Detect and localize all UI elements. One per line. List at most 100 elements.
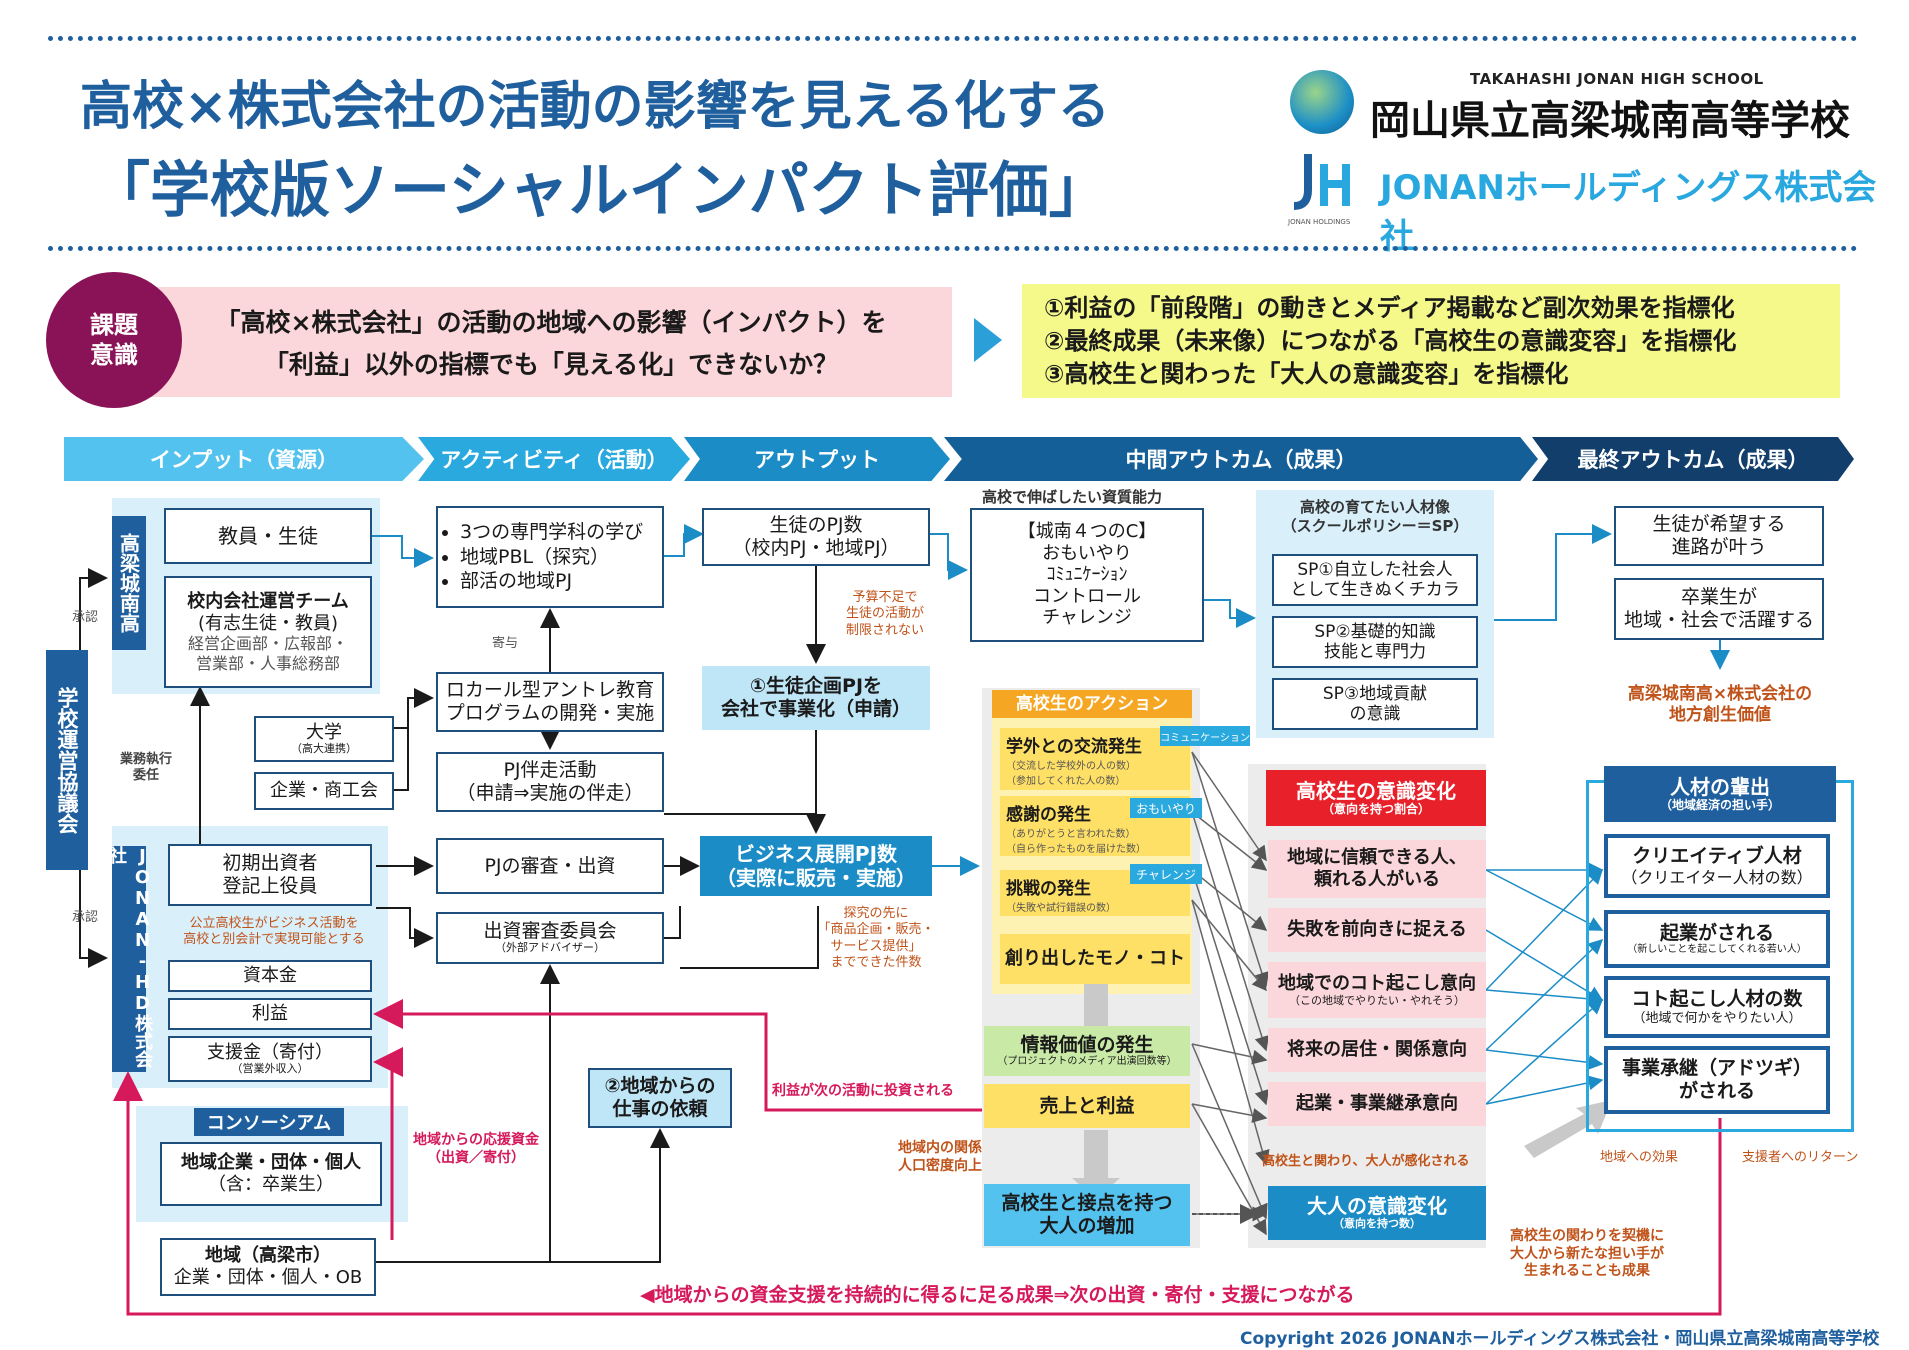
graduate-line1: 卒業生が	[1680, 586, 1757, 609]
pj-support-line2: （申請⇒実施の伴走）	[456, 782, 644, 804]
stage-input: インプット（資源）	[64, 437, 424, 481]
team-depts-2: 営業部・人事総務部	[195, 653, 340, 673]
review-investment-text: PJの審査・出資	[484, 854, 616, 877]
issue-point-3: ③高校生と関わった「大人の意識変容」を指標化	[1044, 360, 1569, 389]
change-failure-text: 失敗を前向きに捉える	[1287, 919, 1467, 941]
delegate-line2: 委任	[133, 768, 160, 784]
career-line2: 進路が叶う	[1671, 536, 1767, 558]
budget-note: 予算不足で 生徒の活動が 制限されない	[830, 590, 940, 639]
stage-output: アウトプット	[684, 437, 950, 481]
edu-program-line1: ロカール型アントレ教育	[445, 679, 655, 702]
business-chamber-text: 企業・商工会	[270, 780, 378, 802]
action-header: 高校生のアクション	[992, 690, 1192, 718]
graduate-box: 卒業生が 地域・社会で活躍する	[1614, 578, 1824, 640]
change-koto-line2: （この地域でやりたい・やれそう）	[1289, 994, 1465, 1008]
startup-box: 起業がされる （新しいことを起こしてくれる若い人）	[1604, 910, 1830, 968]
sp-header-line1: 高校の育てたい人材像	[1299, 498, 1450, 516]
info-value-box: 情報価値の発生 （プロジェクトのメディア出演回数等）	[984, 1026, 1190, 1076]
learning-list: 3つの専門学科の学び 地域PBL（探究） 部活の地域PJ	[438, 520, 643, 594]
region-density-line1: 地域内の関係	[898, 1140, 982, 1156]
exchange-tag: コミュニケーション	[1160, 726, 1250, 746]
graduate-line2: 地域・社会で活躍する	[1623, 609, 1814, 631]
issue-badge-line2: 意識	[90, 341, 138, 369]
student-change-title: 高校生の意識変化	[1296, 778, 1456, 803]
student-pj-count-box: 生徒のPJ数 （校内PJ・地域PJ）	[702, 508, 930, 566]
university-text: 大学	[306, 721, 342, 743]
capital-box: 資本金	[168, 960, 372, 992]
creative-line1: クリエイティブ人材	[1632, 845, 1802, 867]
region-line2: 企業・団体・個人・OB	[173, 1267, 363, 1288]
donation-box: 支援金（寄付） （営業外収入）	[168, 1036, 372, 1082]
issue-badge-line1: 課題	[90, 311, 138, 339]
hd-note-line2: 高校と別会計で実現可能とする	[183, 932, 365, 948]
student-plan-box: ①生徒企画PJを 会社で事業化（申請）	[702, 666, 930, 730]
four-c-item-3: コントロール	[1033, 585, 1141, 607]
change-item-residence: 将来の居住・関係意向	[1268, 1028, 1486, 1072]
regional-request-line1: ②地域からの	[604, 1075, 716, 1098]
change-koto-line1: 地域でのコト起こし意向	[1278, 972, 1476, 994]
sp3-box: SP③地域貢献 の意識	[1272, 678, 1478, 730]
contribution-label: 寄与	[492, 636, 519, 651]
stage-mid-outcome: 中間アウトカム（成果）	[944, 437, 1538, 481]
change-item-failure: 失敗を前向きに捉える	[1268, 908, 1486, 952]
pj-support-line1: PJ伴走活動	[503, 759, 597, 782]
issue-badge: 課題 意識	[46, 272, 182, 408]
explore-note-line2: 「商品企画・販売・	[817, 922, 935, 938]
talent-header-title: 人材の輩出	[1670, 774, 1770, 799]
adult-note-line3: 生まれることも成果	[1524, 1263, 1650, 1279]
explore-note-line1: 探究の先に	[843, 906, 909, 921]
sp2-line2: 技能と専門力	[1324, 642, 1426, 662]
startup-line2: （新しいことを起こしてくれる若い人）	[1627, 944, 1807, 956]
thanks-sub1: （ありがとうと言われた数）	[1006, 829, 1136, 840]
issue-point-2: ②最終成果（未来像）につながる「高校生の意識変容」を指標化	[1044, 327, 1737, 356]
koto-talent-box: コト起こし人材の数 （地域で何かをやりたい人）	[1604, 976, 1830, 1038]
adult-change-sub: （意向を持つ数）	[1333, 1217, 1421, 1231]
university-box: 大学 （高大連携）	[254, 716, 394, 762]
koto-line2: （地域で何かをやりたい人）	[1632, 1010, 1802, 1026]
pj-count-line2: （校内PJ・地域PJ）	[732, 537, 900, 559]
challenge-title: 挑戦の発生	[1006, 879, 1091, 899]
thanks-title: 感謝の発生	[1006, 805, 1091, 825]
page-title-line2: 「学校版ソーシャルインパクト評価」	[90, 156, 1109, 226]
investor-box: 初期出資者 登記上役員	[168, 844, 372, 906]
budget-note-line1: 予算不足で	[852, 590, 918, 605]
consortium-line1: 地域企業・団体・個人	[181, 1152, 361, 1174]
adult-contact-line2: 大人の増加	[1039, 1215, 1135, 1237]
region-box: 地域（高梁市） 企業・団体・個人・OB	[160, 1238, 376, 1296]
university-sub: （高大連携）	[291, 741, 357, 755]
pj-support-box: PJ伴走活動 （申請⇒実施の伴走）	[436, 752, 664, 812]
exchange-sub1: （交流した学校外の人の数）	[1006, 761, 1136, 772]
challenge-sub: （失敗や試行錯誤の数）	[1006, 903, 1116, 914]
budget-note-line3: 制限されない	[845, 622, 924, 638]
student-change-header: 高校生の意識変化 （意向を持つ割合）	[1266, 770, 1486, 826]
adult-change-title: 大人の意識変化	[1307, 1194, 1447, 1219]
pj-count-line1: 生徒のPJ数	[769, 514, 863, 537]
issue-arrow-icon	[974, 318, 1002, 362]
sp1-box: SP①自立した社会人 として生きぬくチカラ	[1272, 554, 1478, 606]
regional-value-note: 高梁城南高×株式会社の 地方創生価値	[1600, 684, 1840, 727]
talent-header-sub: （地域経済の担い手）	[1659, 797, 1780, 812]
school-label: 高梁城南高	[112, 516, 146, 650]
exchange-sub2: （参加してくれた人の数）	[1006, 776, 1126, 787]
adult-change-box: 大人の意識変化 （意向を持つ数）	[1268, 1186, 1486, 1240]
jonan-holdings-logo-text: JONAN HOLDINGS	[1288, 218, 1351, 226]
profit-text: 利益	[252, 1003, 288, 1025]
four-c-title: 【城南４つのC】	[1017, 521, 1157, 543]
team-depts-1: 経営企画部・広報部・	[187, 634, 348, 654]
hd-label: JONAN-HD株式会社	[106, 846, 153, 1072]
delegate-label: 業務執行 委任	[120, 752, 172, 785]
change-item-startup: 起業・事業継承意向	[1268, 1082, 1486, 1126]
thanks-sub2: （自ら作ったものを届けた数）	[1006, 844, 1146, 855]
student-change-sub: （意向を持つ割合）	[1321, 801, 1430, 816]
four-c-item-4: チャレンジ	[1042, 607, 1132, 629]
support-fund-label: 地域からの応援資金 （出資／寄付）	[404, 1132, 548, 1167]
teachers-students-text: 教員・生徒	[218, 524, 318, 548]
adult-contact-line1: 高校生と接点を持つ	[1001, 1192, 1173, 1215]
adult-note-line2: 大人から新たな担い手が	[1510, 1245, 1664, 1262]
sp2-box: SP②基礎的知識 技能と専門力	[1272, 616, 1478, 668]
sp-header: 高校の育てたい人材像 （スクールポリシー＝SP）	[1256, 498, 1494, 536]
ability-header: 高校で伸ばしたい資質能力	[982, 488, 1163, 506]
four-c-box: 【城南４つのC】 おもいやり ｺﾐｭﾆｹｰｼｮﾝ コントロール チャレンジ	[970, 508, 1204, 642]
succession-line1: 事業承継（アドツギ）	[1621, 1057, 1812, 1080]
adult-note-line1: 高校生の関わりを契機に	[1510, 1228, 1664, 1244]
